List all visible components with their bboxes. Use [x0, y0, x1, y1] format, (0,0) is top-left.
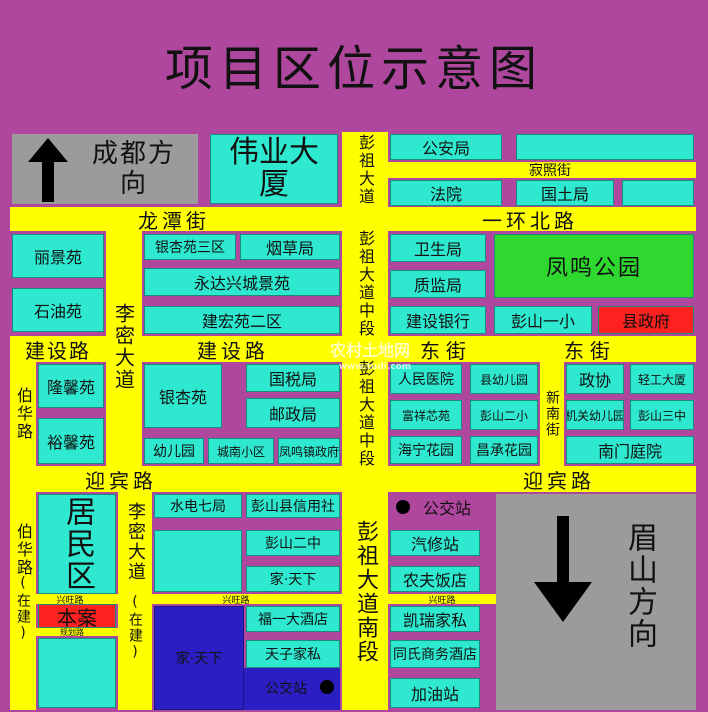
block-jiatianxia-2: 家·天下 [154, 606, 244, 710]
road-label-pengzu-top: 彭祖大道 [356, 134, 375, 206]
block-youzhengju: 邮政局 [246, 398, 340, 428]
block-fayuan: 法院 [390, 180, 502, 206]
block-yuxin: 裕馨苑 [38, 418, 104, 464]
block-xianyou: 县幼儿园 [470, 364, 538, 394]
block-qixiu: 汽修站 [390, 530, 480, 556]
road-label-bohua-1: 伯华路 [14, 387, 33, 441]
watermark-name: 农村土地网 [329, 341, 410, 360]
road-label-jianshe-left: 建设路 [25, 338, 91, 363]
block-yinxing3: 银杏苑三区 [144, 234, 236, 260]
road-jizhao [388, 162, 696, 178]
road-label-dongjie-1: 东街 [420, 338, 472, 363]
block-longxin: 隆馨苑 [38, 364, 104, 408]
block-fengmingzf: 凤鸣镇政府 [278, 438, 340, 464]
block-jiayou: 加油站 [390, 678, 480, 708]
block-shiyouyuan: 石油苑 [12, 288, 104, 332]
road-label-jianshe-mid: 建设路 [197, 338, 269, 363]
bus-stop-label-1: 公交站 [265, 681, 307, 697]
block-jumin: 居民区 [38, 494, 116, 594]
block-pengshan2zh: 彭山二中 [246, 530, 340, 556]
bus-stop-icon [396, 500, 410, 514]
road-label-xingwang-3: 兴旺路 [428, 595, 456, 606]
arrow-down-icon [534, 516, 592, 622]
block-nanmen: 南门庭院 [566, 436, 694, 464]
road-xingwang [10, 594, 696, 604]
road-xinnan [540, 362, 564, 466]
chengdu-direction-label: 成都方向 [91, 139, 176, 199]
watermark-url: www.tudi.com [338, 362, 412, 372]
road-limi-north [106, 231, 142, 466]
block-jiatianxia-1: 家·天下 [246, 566, 340, 592]
block-fuyi: 福一大酒店 [246, 606, 340, 632]
map-area: 龙潭街 一环北路 建设路 建设路 东街 东街 迎宾路 迎宾路 寂照街 彭祖大道 … [10, 132, 696, 710]
block-jianhong2: 建宏苑二区 [144, 306, 340, 334]
road-label-pengzu-mid1: 彭祖大道中段 [356, 230, 375, 338]
road-label-longtan: 龙潭街 [138, 208, 210, 233]
road-label-bohua-2-note: (在建) [15, 575, 31, 643]
road-label-pengzu-south: 彭祖大道南段 [353, 520, 378, 664]
block-guotuju: 国土局 [516, 180, 614, 206]
road-label-limi-2-note: (在建) [127, 594, 143, 662]
block-pengshan2: 彭山二小 [470, 400, 538, 430]
road-bohua-north [10, 362, 36, 466]
bus-stop-label-2: 公交站 [422, 499, 471, 518]
block-pengshan1: 彭山一小 [494, 306, 592, 334]
block-tongshi: 同氏商务酒店 [390, 640, 480, 668]
block-weiye: 伟业大厦 [210, 134, 338, 204]
arrow-up-icon [28, 138, 68, 202]
block-zhijianju: 质监局 [390, 270, 486, 298]
block-tianzi: 天子家私 [246, 640, 340, 668]
block-jiguan: 机关幼儿园 [566, 400, 624, 430]
block-shuidian: 水电七局 [154, 494, 242, 518]
block-guoshuiju: 国税局 [246, 364, 340, 392]
block-top-right [516, 134, 694, 160]
block-xianzhengfu: 县政府 [598, 306, 694, 334]
block-jianshebank: 建设银行 [390, 306, 486, 334]
road-label-limi-1: 李密大道 [111, 303, 136, 391]
road-label-dongjie-2: 东街 [564, 338, 616, 363]
meishan-direction-label: 眉山方向 [622, 522, 657, 650]
meishan-direction-panel [496, 494, 696, 710]
block-kairui: 凯瑞家私 [390, 606, 480, 632]
block-yancaoju: 烟草局 [240, 234, 340, 260]
block-yongda: 永达兴城景苑 [144, 268, 340, 296]
block-lijingyuan: 丽景苑 [12, 234, 104, 278]
bus-stop-icon [320, 680, 334, 694]
block-fengming-park: 凤鸣公园 [494, 234, 694, 298]
block-xinyongshe: 彭山县信用社 [246, 494, 340, 518]
road-pengzu [342, 132, 388, 710]
block-pengshan3: 彭山三中 [630, 400, 694, 430]
block-yinxingyuan: 银杏苑 [144, 364, 222, 428]
road-label-yingbin-2: 迎宾路 [523, 468, 595, 493]
road-guihua [36, 628, 118, 636]
road-label-pengzu-mid2: 彭祖大道中段 [356, 360, 375, 468]
block-top-right-2 [622, 180, 694, 206]
block-benan-south [38, 638, 116, 708]
road-label-jizhao: 寂照街 [529, 163, 571, 179]
road-label-yingbin-1: 迎宾路 [85, 468, 157, 493]
road-label-xingwang-2: 兴旺路 [222, 595, 250, 606]
block-changcheng: 昌承花园 [470, 436, 538, 464]
block-benan: 本案 [38, 604, 116, 628]
block-zhengxie: 政协 [566, 364, 624, 394]
block-shuidian-south [154, 530, 242, 592]
block-renmin: 人民医院 [390, 364, 462, 394]
road-label-xingwang-1: 兴旺路 [56, 595, 84, 606]
road-label-limi-2: 李密大道 [125, 502, 146, 582]
block-youeryuan: 幼儿园 [144, 438, 204, 464]
road-label-xinnan: 新南街 [544, 390, 560, 438]
page-title: 项目区位示意图 [164, 41, 543, 97]
block-chengnan: 城南小区 [208, 438, 274, 464]
road-label-guihua: 规划路 [60, 627, 84, 637]
block-haining: 海宁花园 [390, 436, 462, 464]
block-fuxiang: 富祥芯苑 [390, 400, 462, 430]
road-label-bohua-2: 伯华路 [14, 523, 33, 577]
block-gonganju: 公安局 [390, 134, 502, 160]
block-qinggong: 轻工大厦 [630, 364, 694, 394]
block-nongfu: 农夫饭店 [390, 566, 480, 592]
block-weishengju: 卫生局 [390, 234, 486, 262]
road-label-yihuan-north: 一环北路 [482, 208, 578, 233]
